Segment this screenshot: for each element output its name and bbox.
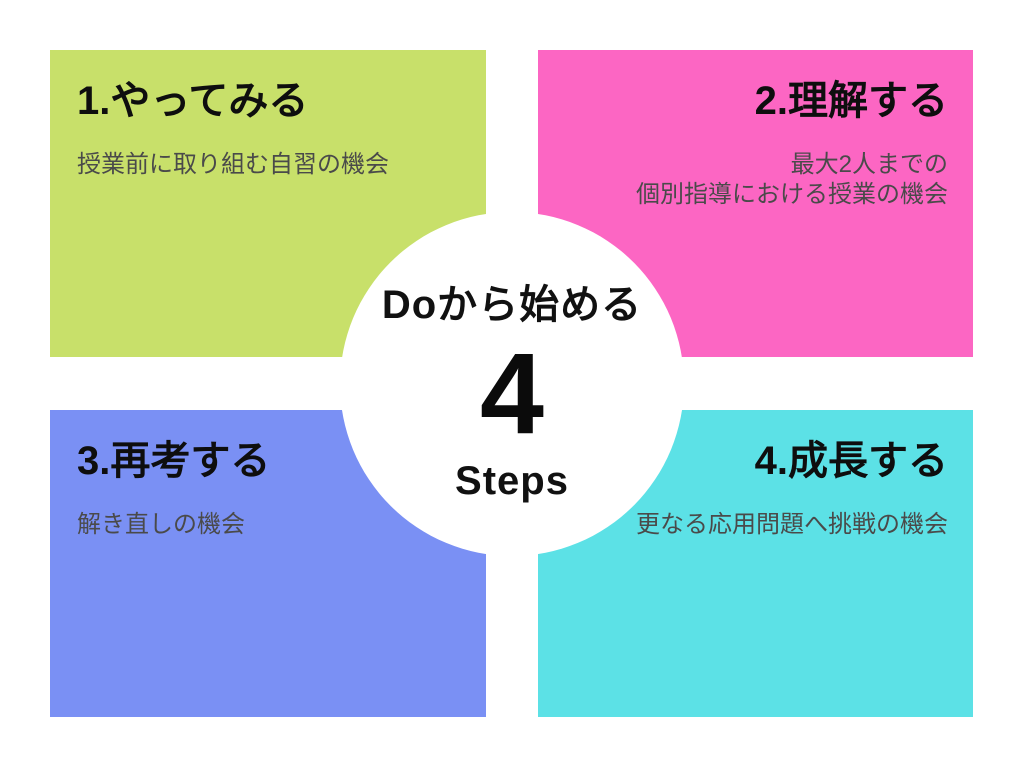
step-3-heading: 3.再考する: [77, 439, 271, 483]
step-1-subtitle: 授業前に取り組む自習の機会: [77, 151, 389, 178]
step-4-heading: 4.成長する: [754, 439, 948, 483]
quadrant-step-2: 2.理解する 最大2人までの 個別指導における授業の機会: [548, 78, 948, 210]
step-3-subtitle: 解き直しの機会: [77, 511, 245, 538]
quadrant-step-4: 4.成長する 更なる応用問題へ挑戦の機会: [548, 438, 948, 540]
center-label: Steps: [455, 459, 569, 504]
center-title: Doから始める: [381, 282, 643, 327]
step-2-heading: 2.理解する: [754, 79, 948, 123]
quadrant-step-1: 1.やってみる 授業前に取り組む自習の機会: [77, 78, 467, 180]
step-4-subtitle: 更なる応用問題へ挑戦の機会: [636, 511, 948, 538]
quadrant-step-3: 3.再考する 解き直しの機会: [77, 438, 467, 540]
step-1-heading: 1.やってみる: [77, 79, 309, 123]
step-2-subtitle: 最大2人までの 個別指導における授業の機会: [636, 151, 948, 208]
center-step-count: 4: [480, 329, 544, 458]
center-circle: Doから始める 4 Steps: [340, 212, 684, 556]
